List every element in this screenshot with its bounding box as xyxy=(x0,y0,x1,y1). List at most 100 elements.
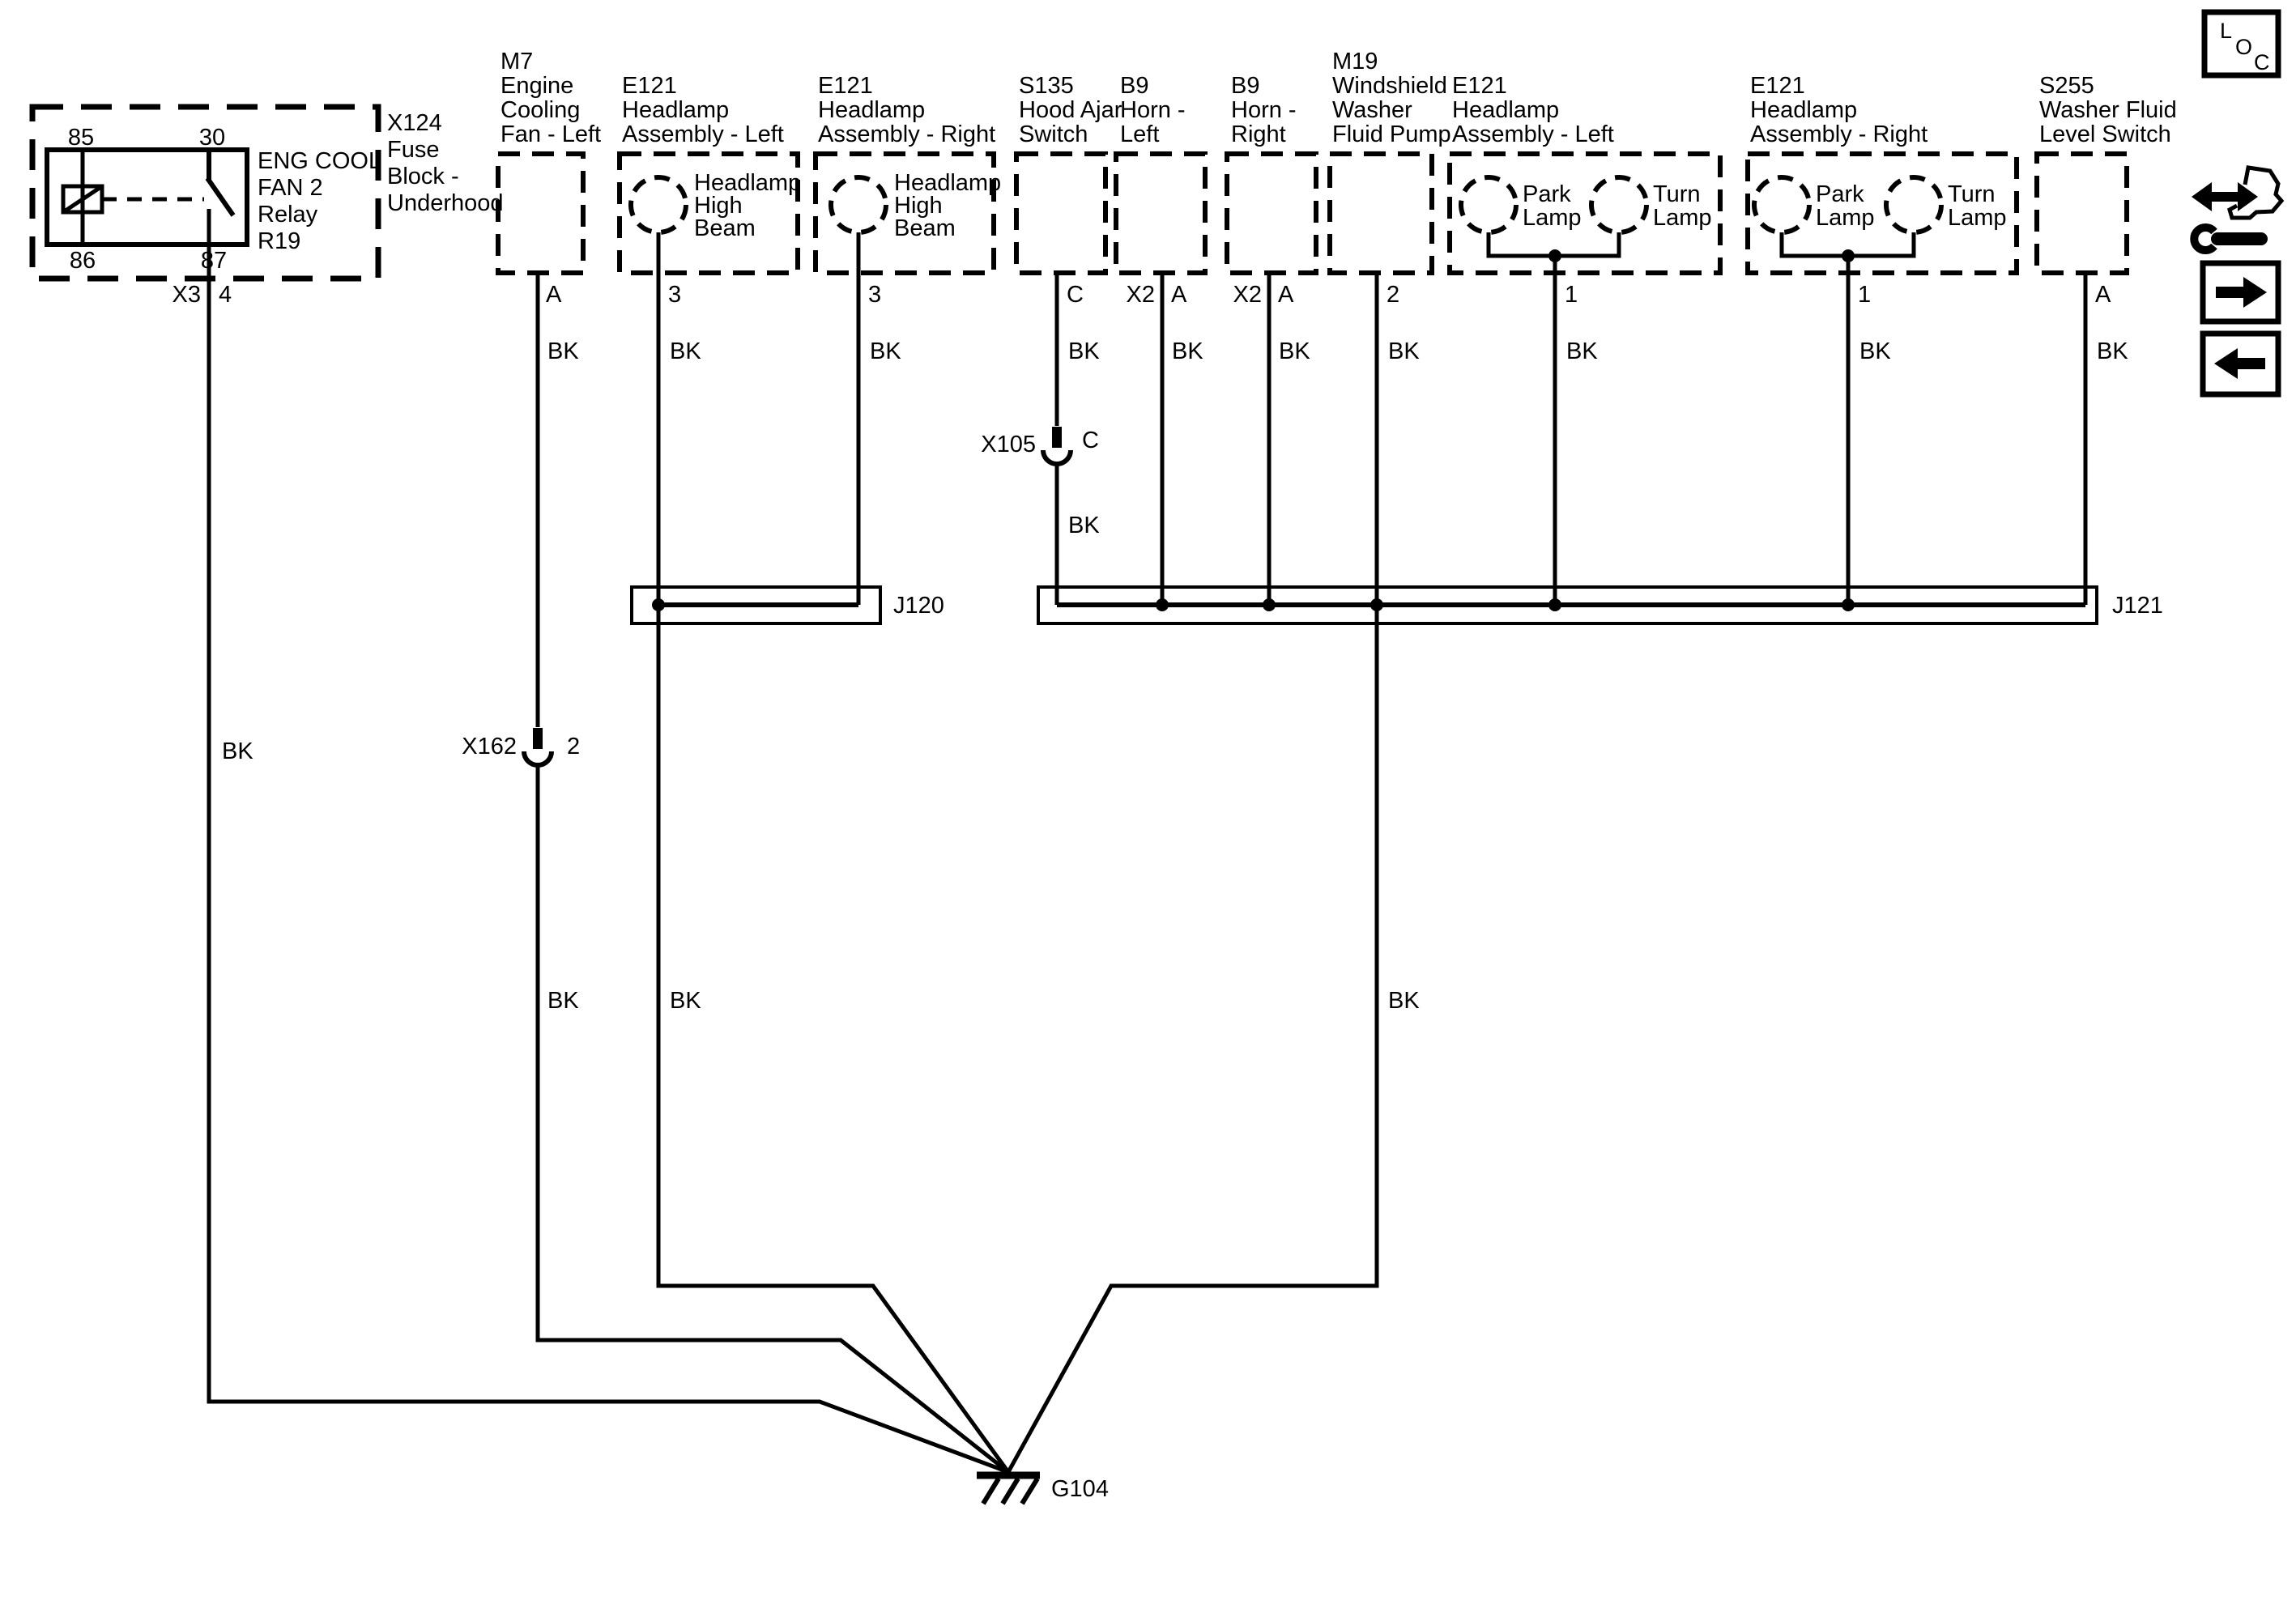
component-box xyxy=(813,151,996,275)
wire-color-label: BK xyxy=(222,738,253,764)
component-label: Assembly - Right xyxy=(818,121,995,147)
bulb-symbol xyxy=(1884,175,1944,235)
wire-color-label: BK xyxy=(1388,338,1420,364)
component-label: Headlamp xyxy=(818,97,925,123)
component-m7-cooling-fan: M7 Engine Cooling Fan - Left A BK X162 2… xyxy=(462,49,1010,1474)
part-outline-icon xyxy=(2227,165,2285,220)
pin-label: 1 xyxy=(1565,282,1578,308)
component-e121-headlamp-left-parkturn: E121 Headlamp Assembly - Left Park Lamp … xyxy=(1447,73,1723,605)
component-label: Headlamp xyxy=(1750,97,1857,123)
forward-box[interactable] xyxy=(2200,260,2281,325)
junction-dot xyxy=(1370,598,1383,611)
component-e121-headlamp-left-highbeam: E121 Headlamp Assembly - Left Headlamp H… xyxy=(617,73,1011,1474)
loc-box[interactable] xyxy=(2201,9,2281,79)
splice-x162-pin-label: 2 xyxy=(567,734,580,760)
junction-dot xyxy=(1548,598,1561,611)
component-label: Cooling xyxy=(501,97,580,123)
wire-color-label: BK xyxy=(547,988,579,1014)
loc-button[interactable]: L O C xyxy=(2201,9,2281,79)
loc-letter-c: C xyxy=(2254,50,2270,74)
component-s135-hood-ajar-switch: S135 Hood Ajar Switch C BK X105 C BK xyxy=(981,73,1122,605)
relay-pin-86: 86 xyxy=(70,248,96,274)
splice-x105-id: X105 xyxy=(981,432,1036,457)
ground-hatch xyxy=(981,1477,1001,1505)
component-label: Fluid Pump xyxy=(1332,121,1451,147)
relay-name-line2: FAN 2 xyxy=(258,175,323,201)
component-label: Windshield xyxy=(1332,73,1447,99)
wire-color-label: BK xyxy=(1859,338,1891,364)
wire-color-label: BK xyxy=(1566,338,1598,364)
junction-label: J121 xyxy=(2112,593,2163,619)
back-button[interactable] xyxy=(2200,330,2281,398)
bulb-label: Beam xyxy=(694,215,756,241)
component-label: B9 xyxy=(1120,73,1148,99)
ground-hatch xyxy=(1000,1477,1020,1505)
splice-x162-socket xyxy=(522,751,554,768)
ground-wire-relay xyxy=(207,209,1009,1474)
component-b9-horn-left: B9 Horn - Left X2 A BK xyxy=(1114,73,1208,605)
bulb-symbol xyxy=(1459,175,1519,235)
pin-label: 3 xyxy=(668,282,681,308)
junction-block-j121: J121 xyxy=(1037,585,2163,625)
relay-name-line3: Relay xyxy=(258,202,318,228)
component-e121-headlamp-right-parkturn: E121 Headlamp Assembly - Right Park Lamp… xyxy=(1745,73,2019,605)
component-box xyxy=(1745,151,2019,275)
fuse-block-label-line3: Block - xyxy=(387,164,459,189)
junction-dot xyxy=(1156,598,1169,611)
ground-wire-washer-pump xyxy=(1006,273,1379,1474)
component-box xyxy=(496,151,586,275)
pin-label: 1 xyxy=(1858,282,1871,308)
bulb-label: Beam xyxy=(894,215,956,241)
relay-pin-30: 30 xyxy=(199,125,225,151)
component-label: Engine xyxy=(501,73,573,99)
relay-connector-x3: X3 xyxy=(173,282,201,308)
bulb-symbol xyxy=(829,175,888,235)
wire-color-label: BK xyxy=(670,988,701,1014)
splice-x105-pin xyxy=(1052,427,1062,448)
junction-label: J120 xyxy=(893,593,944,619)
ground-label: G104 xyxy=(1051,1476,1109,1502)
component-label: S135 xyxy=(1019,73,1074,99)
component-label: Assembly - Right xyxy=(1750,121,1928,147)
component-box xyxy=(2034,151,2129,275)
relay-name-line1: ENG COOL xyxy=(258,148,381,174)
wire-color-label: BK xyxy=(870,338,901,364)
splice-x105-socket xyxy=(1041,449,1073,466)
ground-wire-headlamp-left xyxy=(656,232,1011,1474)
junction-dot xyxy=(1842,598,1855,611)
bulb-symbol xyxy=(628,175,688,235)
vehicle-repair-icon[interactable] xyxy=(2190,165,2285,254)
bulb-label: High xyxy=(894,193,943,219)
component-label: M19 xyxy=(1332,49,1378,74)
loc-letter-l: L xyxy=(2220,19,2232,43)
pin-label: 2 xyxy=(1387,282,1399,308)
back-arrow-icon xyxy=(2214,348,2265,379)
component-box xyxy=(1014,151,1108,275)
component-box xyxy=(1114,151,1208,275)
relay-coil-diagonal xyxy=(62,184,104,215)
component-label: Headlamp xyxy=(1452,97,1559,123)
bulb-label: Lamp xyxy=(1523,205,1582,231)
back-box[interactable] xyxy=(2200,330,2281,398)
component-label: E121 xyxy=(622,73,677,99)
component-s255-washer-level-switch: S255 Washer Fluid Level Switch A BK xyxy=(2034,73,2177,605)
component-label: Hood Ajar xyxy=(1019,97,1122,123)
connector-label: X2 xyxy=(1127,282,1155,308)
component-label: E121 xyxy=(1750,73,1805,99)
wire-color-label: BK xyxy=(1172,338,1203,364)
splice-x162-pin xyxy=(533,728,543,749)
component-label: Level Switch xyxy=(2039,121,2171,147)
relay-name-line4: R19 xyxy=(258,228,300,254)
bulb-label: Lamp xyxy=(1816,205,1875,231)
bulb-label: Lamp xyxy=(1653,205,1712,231)
wire-color-label: BK xyxy=(1388,988,1420,1014)
bulb-label: Headlamp xyxy=(894,170,1001,196)
component-label: Headlamp xyxy=(622,97,729,123)
relay-pin-87: 87 xyxy=(201,248,227,274)
fuse-block-label-line4: Underhood xyxy=(387,190,504,216)
forward-button[interactable] xyxy=(2200,260,2281,325)
wire-color-label: BK xyxy=(547,338,579,364)
junction-dot xyxy=(652,598,665,611)
wire-color-label: BK xyxy=(670,338,701,364)
component-label: Assembly - Left xyxy=(1452,121,1614,147)
